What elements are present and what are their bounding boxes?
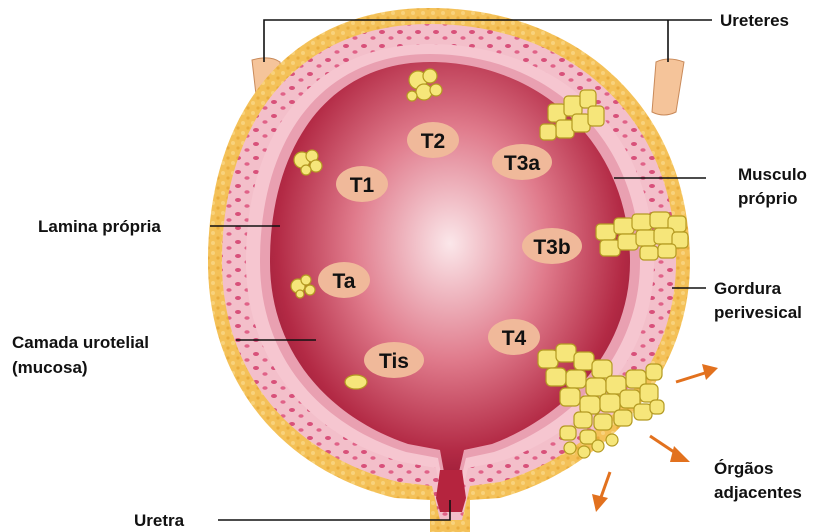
label-camada-2: (mucosa)	[12, 358, 88, 377]
stage-t3a: T3a	[504, 152, 541, 175]
tumor-t2	[407, 69, 442, 101]
stage-t4: T4	[502, 327, 527, 350]
stage-t2: T2	[421, 130, 446, 153]
stage-ta: Ta	[333, 270, 356, 293]
label-ureteres: Ureteres	[720, 11, 789, 30]
tumor-tis	[345, 375, 367, 389]
label-musculo-2: próprio	[738, 189, 798, 208]
label-gordura-1: Gordura	[714, 279, 782, 298]
ureter-right	[652, 59, 684, 115]
stage-t1: T1	[350, 174, 375, 197]
label-orgaos-2: adjacentes	[714, 483, 802, 502]
bladder-wall	[208, 8, 690, 532]
label-camada-1: Camada urotelial	[12, 333, 149, 352]
label-gordura-2: perivesical	[714, 303, 802, 322]
arrow-right	[676, 372, 708, 382]
stage-tis: Tis	[379, 350, 409, 373]
label-orgaos-1: Órgãos	[714, 459, 774, 478]
label-musculo-1: Musculo	[738, 165, 807, 184]
label-uretra: Uretra	[134, 511, 185, 530]
urethra	[436, 470, 466, 512]
label-lamina: Lamina própria	[38, 217, 161, 236]
leader-uretra	[218, 500, 450, 520]
stage-t3b: T3b	[533, 236, 570, 259]
arrow-down	[600, 472, 610, 500]
